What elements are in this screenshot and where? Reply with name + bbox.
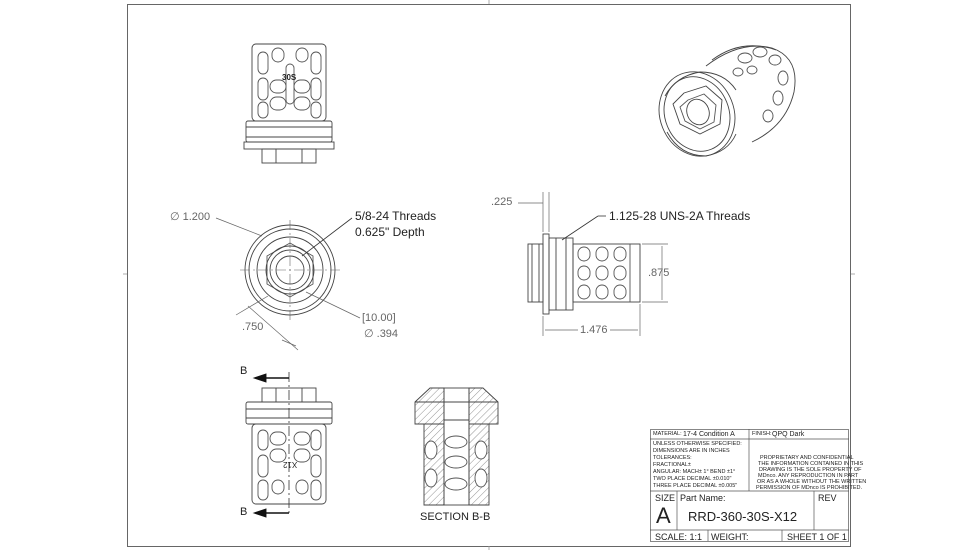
spec-line-3: TOLERANCES: xyxy=(653,455,692,461)
weight-label: WEIGHT: xyxy=(711,532,749,542)
bore-threads-callout: 5/8-24 Threads xyxy=(355,209,437,223)
section-marker-bottom: B xyxy=(240,506,248,518)
outer-diameter-dimension: ∅ 1.200 xyxy=(170,211,211,223)
section-reference-view xyxy=(245,372,333,518)
proprietary-line-6: PERMISSION OF MDnco IS PROHIBITED. xyxy=(756,485,863,491)
section-view-label: SECTION B-B xyxy=(420,511,491,523)
proprietary-line-2: THE INFORMATION CONTAINED IN THIS xyxy=(758,461,864,467)
sheet-frame xyxy=(123,0,855,550)
rev-label: REV xyxy=(818,493,837,503)
title-block-frame xyxy=(650,429,849,542)
proprietary-line-1: PROPRIETARY AND CONFIDENTIAL xyxy=(760,455,854,461)
scale-label: SCALE: 1:1 xyxy=(655,532,703,542)
part-mark-rotated-label: X12 xyxy=(283,460,298,469)
size-label: SIZE xyxy=(655,493,676,503)
end-view xyxy=(215,217,361,351)
bore-depth-callout: 0.625" Depth xyxy=(355,225,425,239)
dimension-750: .750 xyxy=(242,321,264,333)
spec-line-6: TWO PLACE DECIMAL ±0.010" xyxy=(653,476,732,482)
finish-label: FINISH: xyxy=(752,431,772,437)
finish-value: QPQ Dark xyxy=(772,431,805,438)
proprietary-line-5: OR AS A WHOLE WITHOUT THE WRITTEN xyxy=(757,479,867,485)
spec-line-5: ANGULAR: MACH± 1° BEND ±1° xyxy=(653,469,736,475)
reference-dimension: [10.00] xyxy=(362,312,396,324)
part-name-label: Part Name: xyxy=(680,493,726,503)
dimension-225: .225 xyxy=(491,196,513,208)
sheet-label: SHEET 1 OF 1 xyxy=(787,532,847,542)
spec-line-7: THREE PLACE DECIMAL ±0.005" xyxy=(653,483,738,489)
side-view xyxy=(518,192,668,336)
bore-diameter-dimension: ∅ .394 xyxy=(364,328,399,340)
spec-line-1: UNLESS OTHERWISE SPECIFIED: xyxy=(653,441,742,447)
material-label: MATERIAL: xyxy=(653,431,682,437)
spec-line-4: FRACTIONAL± xyxy=(653,462,691,468)
material-value: 17-4 Condition A xyxy=(683,431,735,438)
dimension-1476: 1.476 xyxy=(578,324,610,336)
front-elevation-view xyxy=(243,43,335,164)
section-marker-top: B xyxy=(240,365,248,377)
proprietary-line-4: MDnco. ANY REPRODUCTION IN PART xyxy=(758,473,859,479)
size-value: A xyxy=(656,503,671,528)
section-b-b-view xyxy=(414,387,499,506)
proprietary-line-3: DRAWING IS THE SOLE PROPERTY OF xyxy=(759,467,862,473)
dimension-875: .875 xyxy=(648,267,670,279)
outer-threads-callout: 1.125-28 UNS-2A Threads xyxy=(609,209,751,223)
isometric-view xyxy=(658,45,796,157)
part-mark-label: 30S xyxy=(282,73,297,82)
spec-line-2: DIMENSIONS ARE IN INCHES xyxy=(653,448,730,454)
part-name-value: RRD-360-30S-X12 xyxy=(688,509,798,524)
